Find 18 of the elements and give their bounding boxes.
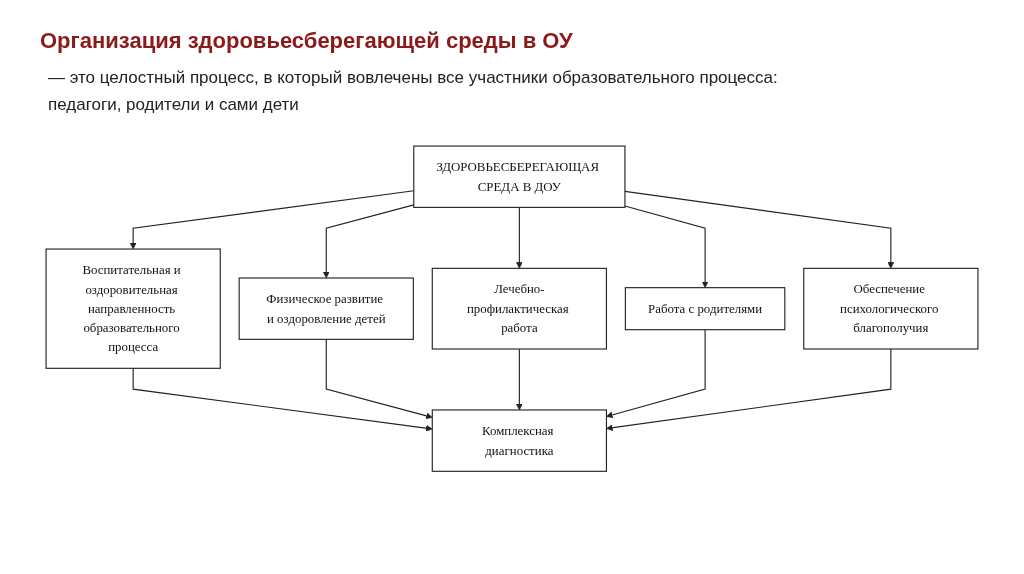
arrow — [132, 367, 433, 432]
arrow — [624, 190, 895, 269]
node-box: Комплексная диагностика — [431, 409, 608, 472]
arrow — [624, 205, 709, 288]
slide-title: Организация здоровьесберегающей среды в ОУ — [40, 28, 574, 54]
node-box: Лечебно-профилактическая работа — [431, 267, 608, 350]
node-box: Физическое развитие и оздоровление детей — [238, 277, 414, 340]
arrow — [325, 338, 433, 420]
arrow — [606, 329, 706, 419]
node-box: Воспитательная и оздоровительная направленность образовательного процесса — [45, 248, 221, 369]
arrow — [516, 206, 523, 269]
arrow — [322, 204, 415, 279]
node-box: ЗДОРОВЬЕСБЕРЕГАЮЩАЯ СРЕДА В ДОУ — [413, 145, 626, 208]
arrow — [516, 348, 523, 411]
node-box: Работа с родителями — [624, 287, 786, 331]
subtitle-text: — это целостный процесс, в который вовлечены все участники образовательного процесса: педагоги, родители и сами дети — [47, 67, 779, 117]
arrow — [606, 348, 892, 432]
node-box: Обеспечение психологического благополучия — [803, 267, 979, 350]
